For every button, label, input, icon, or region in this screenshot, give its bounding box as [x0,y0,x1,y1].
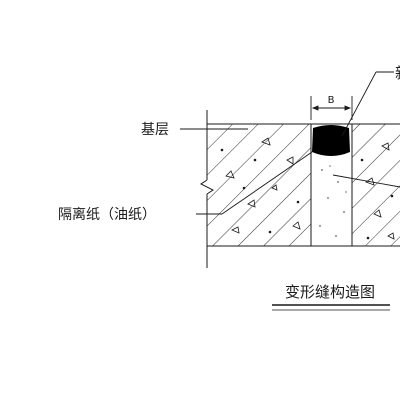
base-layer-label: 基层 [141,121,169,138]
leader-separation-paper [196,151,313,215]
top-right-label: 新 [395,64,400,82]
joint-gap [310,124,353,246]
slab-edge-line [200,110,214,268]
aggregate-marks-left [220,137,301,234]
dimension-b [310,96,353,120]
separation-paper-label: 隔离纸（油纸） [58,206,156,223]
leader-top-right [341,71,394,137]
left-concrete-slab [207,124,311,246]
leader-joint-filler [332,174,400,188]
aggregate-marks-right [360,142,395,240]
dimension-b-label: B [328,95,335,106]
sealant-strip [312,125,350,156]
diagram-title: 变形缝构造图 [285,283,375,301]
right-concrete-slab [352,124,400,246]
joint-filler [319,165,347,237]
